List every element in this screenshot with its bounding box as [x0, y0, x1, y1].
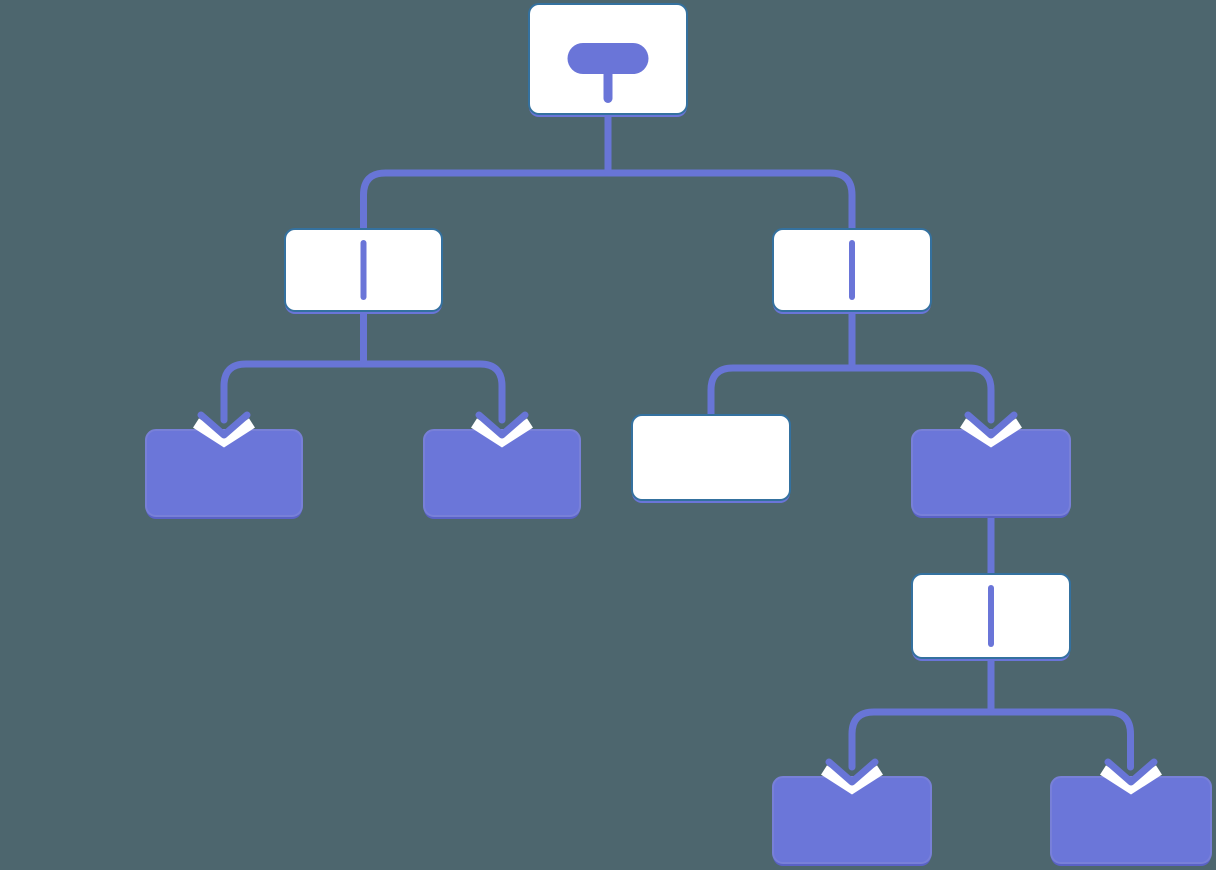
vertical-bar-icon: [360, 240, 367, 300]
chevron-casing: [1100, 765, 1162, 795]
edge-branch: [360, 360, 506, 424]
leaf-node-1[interactable]: [145, 429, 303, 519]
edge-branch: [220, 360, 367, 424]
tree-edge: [707, 307, 995, 424]
edge-branch: [848, 364, 995, 424]
double-chevron-down-icon: [960, 411, 1022, 448]
double-chevron-down-icon: [471, 411, 533, 448]
tree-edge: [360, 110, 856, 237]
chevron-casing: [471, 418, 533, 448]
leaf-node-4[interactable]: [1050, 776, 1212, 866]
chevron-arrow: [475, 411, 529, 439]
root-icon-stem: [603, 66, 613, 103]
node-body: [631, 414, 791, 501]
root-icon-pill: [567, 43, 649, 74]
arrow-layer: [193, 411, 1162, 795]
edge-branch: [707, 364, 856, 423]
chevron-casing: [193, 418, 255, 448]
chevron-casing: [821, 765, 883, 795]
edge-branch: [987, 708, 1134, 771]
node-layer: [145, 3, 1212, 866]
root-icon: [567, 43, 649, 103]
chevron-arrow: [1104, 758, 1158, 786]
vertical-bar-icon: [988, 585, 994, 647]
node-body: [145, 429, 303, 517]
edge-layer: [220, 110, 1134, 771]
chevron-arrow: [825, 758, 879, 786]
edge-branch: [360, 169, 612, 237]
tree-edge: [848, 654, 1134, 771]
chevron-arrow: [197, 411, 251, 439]
glyph-layer: [360, 43, 994, 647]
double-chevron-down-icon: [1100, 758, 1162, 795]
tree-edge: [220, 307, 506, 424]
plain-node[interactable]: [631, 414, 791, 503]
leaf-node-3[interactable]: [772, 776, 932, 866]
chevron-casing: [960, 418, 1022, 448]
node-body: [911, 429, 1071, 516]
edge-branch: [604, 169, 856, 237]
node-body: [423, 429, 581, 517]
node-body: [772, 776, 932, 864]
double-chevron-down-icon: [193, 411, 255, 448]
chevron-arrow: [964, 411, 1018, 439]
mid-node[interactable]: [911, 429, 1071, 518]
double-chevron-down-icon: [821, 758, 883, 795]
leaf-node-2[interactable]: [423, 429, 581, 519]
node-body: [1050, 776, 1212, 864]
edge-branch: [848, 708, 995, 771]
vertical-bar-icon: [849, 240, 855, 300]
